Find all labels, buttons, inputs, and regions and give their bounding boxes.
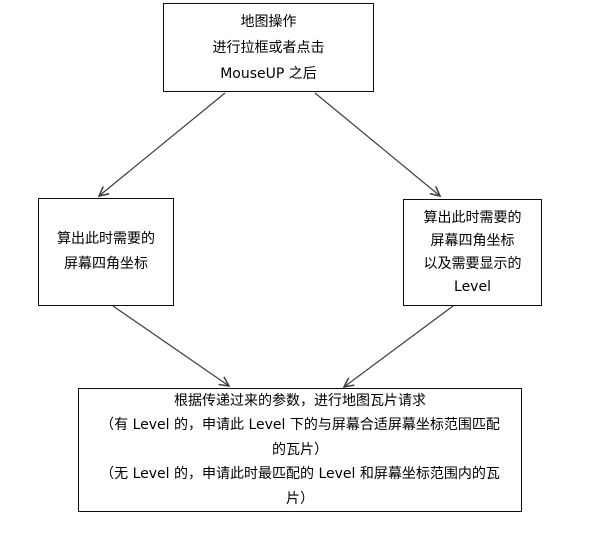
node-calc-corners-and-level-line-3: 以及需要显示的 — [423, 255, 522, 272]
node-calc-corners-and-level-line-1: 算出此时需要的 — [423, 209, 522, 226]
node-calc-corners-and-level: 算出此时需要的 屏幕四角坐标 以及需要显示的 Level — [403, 199, 542, 306]
node-tile-request-line-3: 的瓦片） — [272, 441, 328, 458]
node-map-operation: 地图操作 进行拉框或者点击 MouseUP 之后 — [163, 3, 374, 92]
arrow-left-to-bottom-icon — [112, 305, 231, 387]
node-calc-corners-and-level-line-2: 屏幕四角坐标 — [430, 232, 515, 249]
node-tile-request: 根据传递过来的参数，进行地图瓦片请求 （有 Level 的，申请此 Level … — [78, 388, 522, 512]
node-calc-screen-corners: 算出此时需要的 屏幕四角坐标 — [38, 198, 174, 306]
node-tile-request-line-1: 根据传递过来的参数，进行地图瓦片请求 — [174, 392, 426, 409]
node-map-operation-line-1: 地图操作 — [240, 13, 297, 30]
node-calc-screen-corners-line-1: 算出此时需要的 — [57, 231, 155, 247]
node-map-operation-line-2: 进行拉框或者点击 — [212, 39, 325, 56]
arrow-right-to-bottom-icon — [342, 305, 454, 389]
arrow-top-to-right-icon — [314, 92, 442, 198]
node-tile-request-line-5: 片） — [286, 490, 314, 507]
node-calc-screen-corners-line-2: 屏幕四角坐标 — [64, 256, 148, 272]
arrow-top-to-left-icon — [97, 92, 226, 198]
node-map-operation-line-3: MouseUP 之后 — [220, 65, 317, 82]
node-tile-request-line-4: （无 Level 的，申请此时最匹配的 Level 和屏幕坐标范围内的瓦 — [100, 466, 500, 483]
node-tile-request-line-2: （有 Level 的，申请此 Level 下的与屏幕合适屏幕坐标范围匹配 — [100, 417, 500, 434]
node-calc-corners-and-level-line-4: Level — [454, 278, 491, 295]
